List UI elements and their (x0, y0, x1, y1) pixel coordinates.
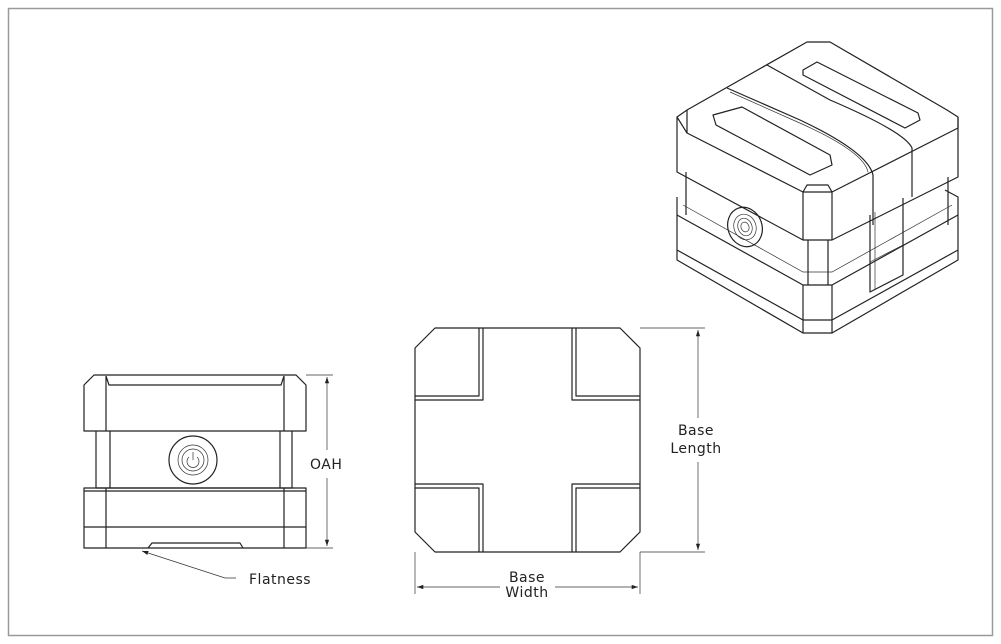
flatness-label: Flatness (249, 572, 311, 588)
base-length-label-line1: Base (678, 423, 714, 439)
drawing-frame (7, 7, 994, 637)
isometric-view (676, 41, 959, 334)
base-width-label-line2: Width (505, 585, 548, 601)
base-width-label-line1: Base (509, 570, 545, 586)
plan-view: Base Length Base Width (415, 328, 721, 601)
oah-label: OAH (310, 457, 342, 473)
power-button-icon (727, 206, 763, 248)
base-length-label-line2: Length (670, 441, 721, 457)
power-button-icon (168, 435, 218, 485)
flatness-leader (141, 550, 236, 579)
side-view: OAH Flatness (83, 375, 342, 588)
